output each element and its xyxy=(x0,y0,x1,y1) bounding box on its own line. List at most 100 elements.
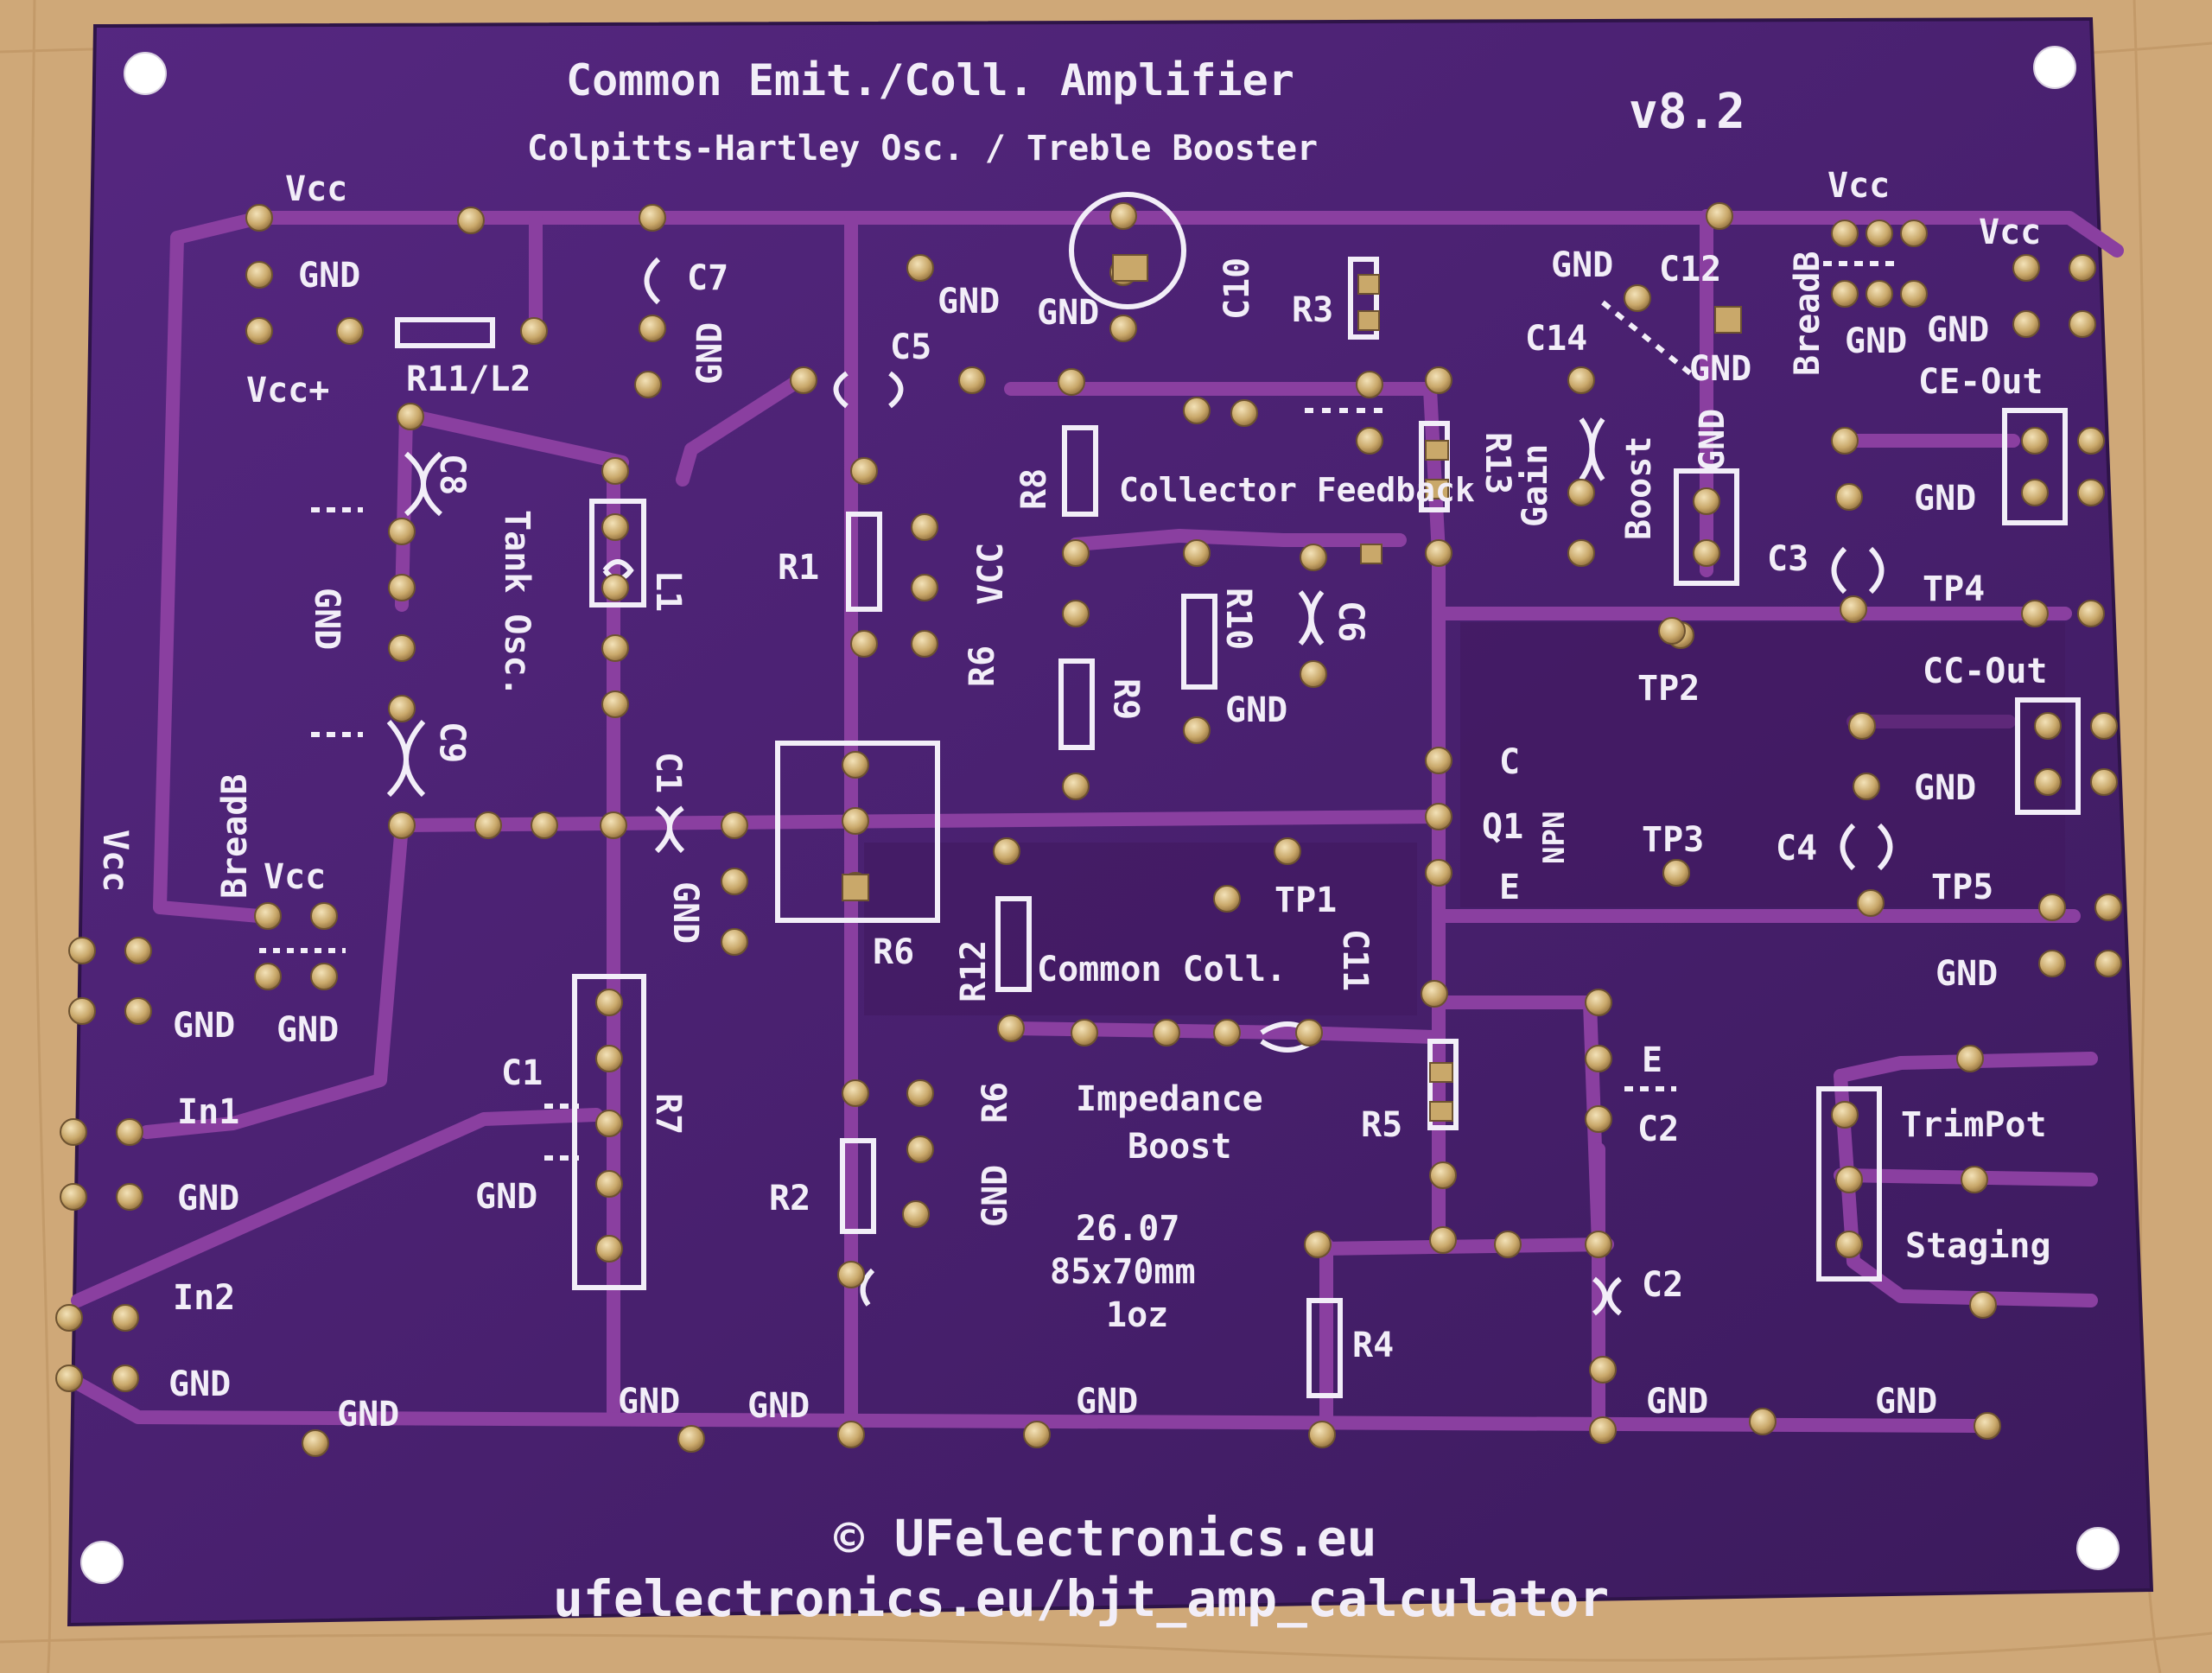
label-vcc: Vcc xyxy=(264,857,326,897)
label-in1: In1 xyxy=(177,1092,239,1132)
label-r1: R1 xyxy=(778,548,819,588)
label-e: E xyxy=(1499,868,1520,907)
label-gnd: GND xyxy=(1551,245,1613,285)
label-c14: C14 xyxy=(1525,319,1587,359)
trimpot-header-outline xyxy=(1816,1086,1882,1282)
label-gnd: GND xyxy=(298,256,360,296)
label-in2: In2 xyxy=(173,1278,235,1318)
r12-outline xyxy=(995,896,1032,992)
label-vcc-plus: Vcc+ xyxy=(246,371,329,410)
label-gnd: GND xyxy=(1914,479,1976,518)
label-tank-osc: Tank Osc. xyxy=(497,510,537,697)
label-c7: C7 xyxy=(687,258,728,298)
label-vcc: Vcc xyxy=(95,830,135,892)
label-staging: Staging xyxy=(1905,1226,2051,1266)
label-date: 26.07 xyxy=(1076,1209,1179,1249)
label-e: E xyxy=(1642,1040,1662,1080)
label-c8: C8 xyxy=(432,454,472,495)
r10-outline xyxy=(1181,594,1217,690)
mounting-hole xyxy=(2033,46,2076,89)
label-gnd: GND xyxy=(665,881,705,944)
label-gnd: GND xyxy=(1037,293,1099,333)
label-c4: C4 xyxy=(1776,829,1817,868)
board-url: ufelectronics.eu/bjt_amp_calculator xyxy=(553,1569,1609,1628)
boost-header-outline xyxy=(1674,468,1739,586)
label-l1: L1 xyxy=(648,570,688,612)
label-r9: R9 xyxy=(1106,678,1146,720)
r9-outline xyxy=(1058,658,1095,750)
label-gnd: GND xyxy=(1927,310,1989,350)
label-gnd: GND xyxy=(1689,349,1751,389)
smd-pads xyxy=(842,254,1742,1122)
mounting-holes xyxy=(80,46,2120,1584)
label-gnd: GND xyxy=(276,1010,339,1050)
label-r10: R10 xyxy=(1218,588,1258,650)
label-gnd: GND xyxy=(307,588,346,650)
label-gnd: GND xyxy=(1936,954,1998,994)
label-gnd: GND xyxy=(618,1382,680,1422)
r2-outline xyxy=(840,1138,876,1234)
label-boost: Boost xyxy=(1619,436,1659,540)
label-common-coll: Common Coll. xyxy=(1037,950,1287,989)
r8-outline xyxy=(1062,425,1098,517)
label-gnd: GND xyxy=(177,1179,239,1218)
label-gain: Gain xyxy=(1516,444,1555,527)
silkscreen-labels: Vcc GND Vcc+ R11/L2 C7 GND C5 GND GND C1… xyxy=(95,166,2051,1434)
label-c1: C1 xyxy=(501,1053,543,1093)
label-r6: R6 xyxy=(963,646,1002,687)
label-r7: R7 xyxy=(648,1093,688,1135)
label-gnd: GND xyxy=(690,322,730,385)
r7-header-outline xyxy=(572,974,646,1290)
label-r2: R2 xyxy=(769,1179,810,1218)
label-gnd: GND xyxy=(168,1364,231,1404)
silkscreen-outlines xyxy=(259,192,2081,1398)
label-c2: C2 xyxy=(1637,1110,1679,1149)
label-c5: C5 xyxy=(890,328,931,367)
solder-pads xyxy=(55,202,2122,1457)
label-gnd: GND xyxy=(747,1386,810,1426)
label-r12: R12 xyxy=(954,940,994,1002)
mounting-hole xyxy=(124,52,167,95)
r5-outline xyxy=(1427,1039,1459,1130)
mounting-hole xyxy=(80,1541,124,1584)
label-breadb-left: BreadB xyxy=(215,774,255,900)
l1-outline xyxy=(589,499,646,607)
label-c: C xyxy=(1499,742,1520,782)
label-gnd: GND xyxy=(1225,690,1287,730)
label-gnd: GND xyxy=(475,1177,537,1217)
label-gnd: GND xyxy=(1875,1382,1937,1422)
label-gnd: GND xyxy=(1646,1382,1708,1422)
label-tp3: TP3 xyxy=(1642,820,1704,860)
label-cc-out: CC-Out xyxy=(1923,652,2048,691)
label-c10: C10 xyxy=(1217,258,1257,320)
label-vcc-caps: VCC xyxy=(971,543,1011,605)
board-version: v8.2 xyxy=(1629,84,1745,140)
r6-pot-outline xyxy=(775,741,940,923)
label-c6: C6 xyxy=(1331,601,1370,642)
r3-outline xyxy=(1348,257,1379,340)
label-c11: C11 xyxy=(1335,929,1375,991)
r4-outline xyxy=(1306,1298,1343,1398)
label-impedance: Impedance xyxy=(1076,1079,1263,1119)
label-gnd: GND xyxy=(938,282,1000,321)
label-boost-2: Boost xyxy=(1128,1127,1231,1167)
label-c3: C3 xyxy=(1767,539,1808,579)
label-c1: C1 xyxy=(648,752,688,793)
label-ce-out: CE-Out xyxy=(1918,362,2044,402)
copper-pours xyxy=(864,622,2065,1015)
label-collector-feedback: Collector Feedback xyxy=(1119,471,1475,509)
mounting-hole xyxy=(2076,1527,2120,1570)
copper-traces xyxy=(62,209,2124,1433)
label-gnd: GND xyxy=(1914,768,1976,808)
label-r11-l2: R11/L2 xyxy=(406,359,531,399)
label-r6: R6 xyxy=(976,1082,1015,1123)
label-vcc: Vcc xyxy=(1827,166,1890,206)
board-subtitle: Colpitts-Hartley Osc. / Treble Booster xyxy=(527,129,1318,169)
label-tp4: TP4 xyxy=(1923,569,1985,609)
label-size: 85x70mm xyxy=(1050,1252,1196,1292)
label-gnd: GND xyxy=(1076,1382,1138,1422)
label-trimpot: TrimPot xyxy=(1901,1105,2047,1145)
label-q1: Q1 xyxy=(1482,807,1523,847)
r13-outline xyxy=(1419,421,1450,512)
